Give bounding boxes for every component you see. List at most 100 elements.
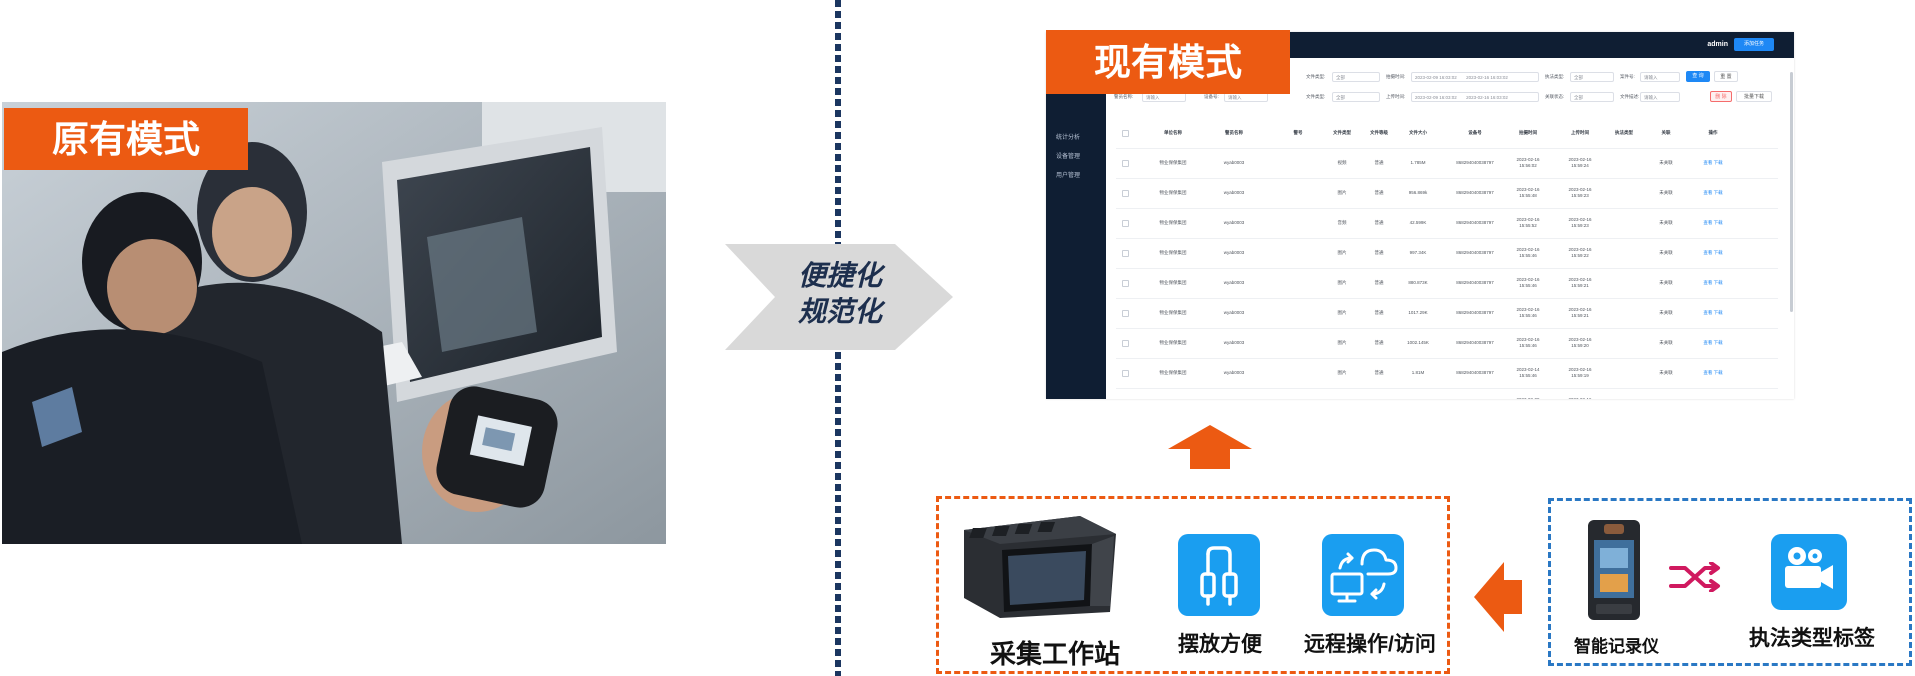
table-cell[interactable]: 查看 下载: [1703, 279, 1723, 285]
table-cell: 2023-02-16 15:59:21: [1568, 276, 1592, 288]
batch-download-button[interactable]: 批量下载: [1736, 91, 1772, 102]
table-cell: 普通: [1374, 339, 1384, 345]
table-cell: 2023-02-16 15:59:22: [1568, 246, 1592, 258]
add-task-button[interactable]: 添加任务: [1734, 38, 1774, 51]
officers-photo-illustration: [2, 102, 666, 544]
table-cell: 868294040038797: [1456, 189, 1494, 195]
table-cell[interactable]: 查看 下载: [1703, 219, 1723, 225]
table-cell: 音频: [1337, 219, 1347, 225]
capture-time-start: 2023-02-09 16:03:02: [1415, 75, 1457, 80]
current-mode-label: 现有模式: [1046, 30, 1290, 94]
select-all-checkbox[interactable]: [1122, 130, 1129, 137]
delete-button[interactable]: 删 除: [1710, 91, 1732, 102]
filter-label: 案件号:: [1620, 74, 1635, 79]
table-cell: 2023-02-16 15:59:23: [1568, 216, 1592, 228]
table-cell: 未关联: [1648, 388, 1684, 399]
table-cell: 2023-02-16 15:59:23: [1568, 186, 1592, 198]
usb-cable-icon: [1200, 546, 1238, 606]
table-cell[interactable]: 查看 下载: [1703, 159, 1723, 165]
file-description-input[interactable]: 请输入: [1640, 92, 1680, 102]
table-cell: [1604, 388, 1644, 399]
table-cell: 868294040038797: [1456, 159, 1494, 165]
sidebar-item-devices[interactable]: 设备管理: [1056, 154, 1081, 160]
table-cell: 物业保保集团: [1159, 339, 1187, 345]
table-cell: 物业保保集团: [1159, 159, 1187, 165]
table-cell: 图片: [1337, 309, 1347, 315]
table-scrollbar[interactable]: [1790, 72, 1793, 312]
table-cell: [1280, 178, 1316, 208]
left-arrow-icon: [1474, 562, 1522, 632]
sidebar-item-stats[interactable]: 统计分析: [1056, 135, 1081, 141]
table-cell: 未关联: [1659, 309, 1673, 315]
table-cell: 42.599K: [1409, 219, 1427, 225]
table-cell[interactable]: 查看 下载: [1703, 189, 1723, 195]
file-type-select-2[interactable]: 全部: [1332, 92, 1380, 102]
table-cell: 未关联: [1659, 159, 1673, 165]
search-button[interactable]: 查 询: [1686, 71, 1710, 82]
table-cell: 图片: [1337, 369, 1347, 375]
row-checkbox[interactable]: [1122, 310, 1129, 317]
table-cell: 1017.29K: [1408, 309, 1428, 315]
video-camera-icon: [1785, 547, 1833, 589]
table-cell: 2023-02-16 15:59:19: [1568, 366, 1592, 378]
table-cell: 普通: [1374, 369, 1384, 375]
row-checkbox[interactable]: [1122, 190, 1129, 197]
table-cell[interactable]: 查看 下载: [1703, 339, 1723, 345]
row-checkbox[interactable]: [1122, 160, 1129, 167]
table-cell: 868294040038797: [1456, 369, 1494, 375]
table-cell: [1280, 238, 1316, 268]
table-cell: 868294040038797: [1446, 388, 1504, 399]
collection-workstation-image: [964, 516, 1116, 618]
table-cell[interactable]: 查看 下载: [1703, 369, 1723, 375]
table-cell: wyab0003: [1223, 189, 1245, 195]
file-type-select[interactable]: 全部: [1332, 72, 1380, 82]
filter-label: 文件类型:: [1306, 94, 1326, 99]
dashboard-sidebar: 统计分析 设备管理 用户管理: [1046, 58, 1106, 399]
table-cell: 2023-02-16 15:59:24: [1568, 156, 1592, 168]
table-cell[interactable]: 查看 下载: [1703, 309, 1723, 315]
capture-time-range[interactable]: 2023-02-09 16:03:02 2023-02-16 16:03:02: [1411, 72, 1539, 82]
row-checkbox[interactable]: [1122, 340, 1129, 347]
row-checkbox[interactable]: [1122, 370, 1129, 377]
row-checkbox[interactable]: [1122, 220, 1129, 227]
table-cell: wyab0003: [1223, 159, 1245, 165]
upload-time-range[interactable]: 2023-02-09 16:03:02 2023-02-16 16:03:02: [1411, 92, 1539, 102]
table-cell[interactable]: 查看 下载: [1703, 249, 1723, 255]
table-cell: 未关联: [1659, 339, 1673, 345]
sidebar-item-users[interactable]: 用户管理: [1056, 173, 1081, 179]
table-cell: 未关联: [1659, 249, 1673, 255]
column-header: 拍摄时间: [1519, 129, 1537, 135]
reset-button[interactable]: 重 置: [1714, 71, 1738, 82]
column-header: 警号: [1293, 129, 1303, 135]
law-type-select[interactable]: 全部: [1570, 72, 1614, 82]
table-cell: 868294040038797: [1456, 219, 1494, 225]
cloud-computer-icon: [1330, 548, 1398, 603]
placement-label: 摆放方便: [1178, 633, 1262, 656]
table-cell: 普通: [1374, 279, 1384, 285]
table-cell[interactable]: 查看 下载: [1688, 388, 1738, 399]
case-number-input[interactable]: 请输入: [1640, 72, 1680, 82]
column-header: 上传时间: [1571, 129, 1589, 135]
column-header: 警员名称: [1225, 129, 1243, 135]
row-checkbox[interactable]: [1122, 280, 1129, 287]
table-cell: 2023-02-09 16:00:06: [1504, 388, 1552, 399]
table-cell: 物业保保集团: [1159, 279, 1187, 285]
table-cell: [1280, 268, 1316, 298]
table-cell: 956.869k: [1408, 189, 1428, 195]
filter-label: 设备号:: [1204, 94, 1219, 99]
link-status-select[interactable]: 全部: [1570, 92, 1614, 102]
table-header-row: 单位名称警员名称警号文件类型文件等级文件大小设备号拍摄时间上传时间执法类型关联操…: [1116, 118, 1778, 149]
table-cell: 视频: [1337, 159, 1347, 165]
arrow-text-convenient: 便捷化: [797, 260, 882, 291]
row-checkbox[interactable]: [1122, 250, 1129, 257]
placement-tile: [1178, 534, 1260, 616]
dashboard-screenshot: admin 添加任务 统计分析 设备管理 用户管理 文件类型: 全部 拍摄时间:…: [1046, 32, 1794, 399]
table-cell: [1280, 358, 1316, 388]
table-cell: 2023-02-14 15:55:46: [1516, 366, 1540, 378]
table-cell: 物业保保集团: [1159, 369, 1187, 375]
table-cell: [1280, 328, 1316, 358]
swap-arrows-icon: [1669, 562, 1720, 592]
table-cell: 未关联: [1659, 219, 1673, 225]
